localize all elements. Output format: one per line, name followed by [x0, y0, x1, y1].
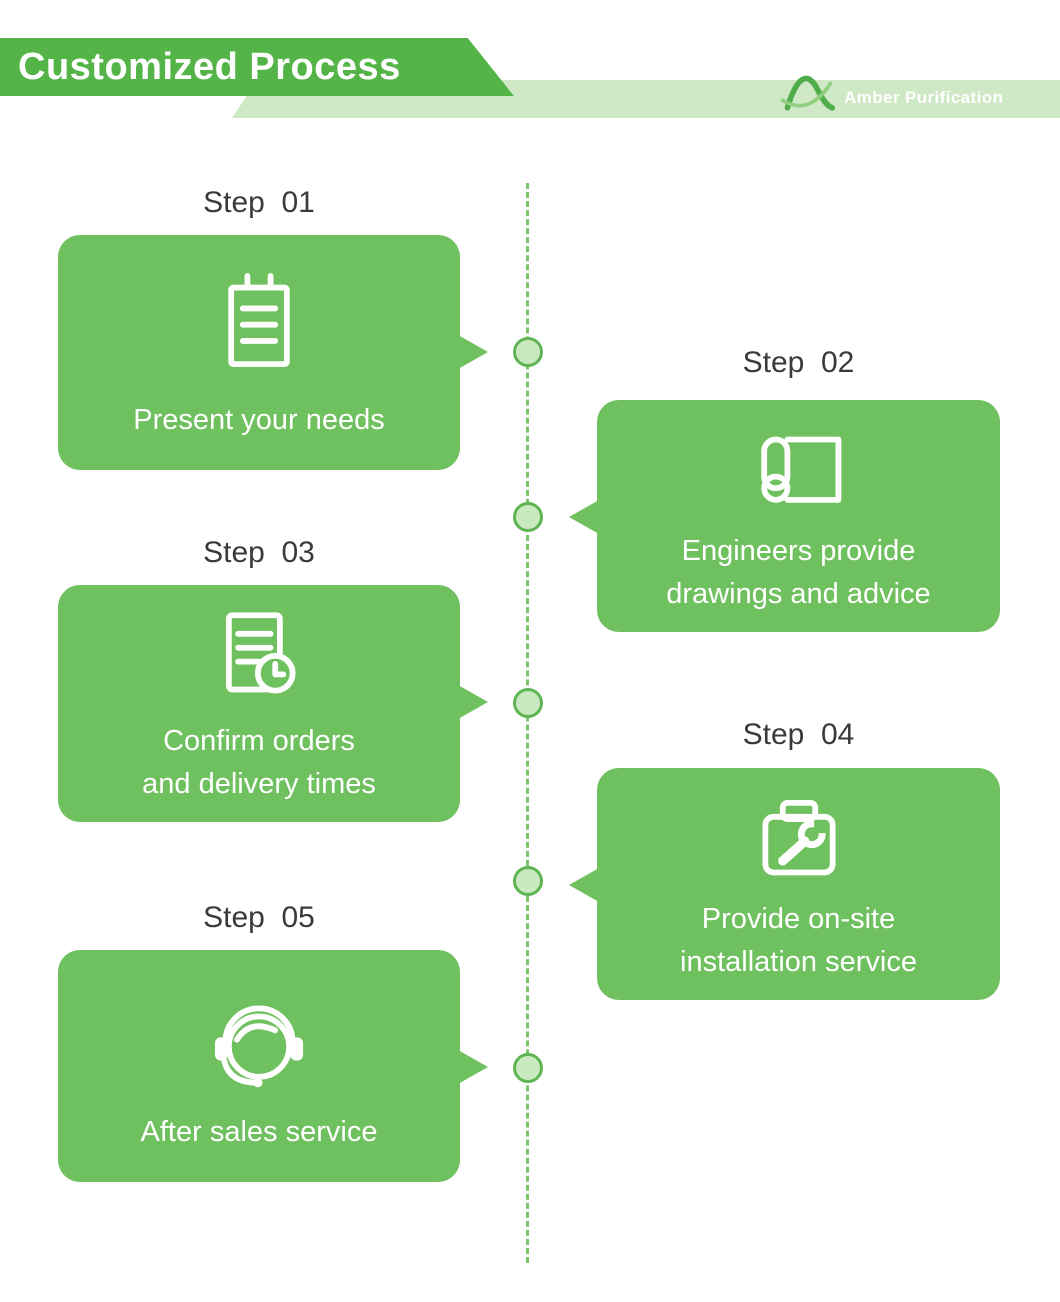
step-card-text: Engineers provide drawings and advice [666, 530, 930, 616]
brand-name: Amber Purification [844, 88, 1004, 107]
step-card-text: Present your needs [133, 399, 384, 442]
card-line-2: installation service [680, 946, 917, 978]
header-banner: Customized Process [0, 38, 514, 96]
timeline-dot-4 [513, 866, 543, 896]
brand-block: Amber Purification [780, 66, 1003, 116]
card-pointer-3 [458, 685, 488, 719]
step-card-text: Confirm orders and delivery times [142, 720, 376, 806]
card-pointer-2 [569, 500, 599, 534]
card-line-1: Provide on-site [701, 903, 896, 935]
page-title: Customized Process [18, 45, 401, 88]
step-label-5: Step 05 [203, 901, 315, 934]
amber-logo-icon [780, 75, 836, 111]
card-line-1: Present your needs [133, 404, 385, 436]
step-card-1: Present your needs [58, 235, 488, 470]
card-line-1: Engineers provide [681, 535, 916, 567]
step-label-1: Step 01 [203, 186, 315, 219]
headset-support-icon [201, 984, 317, 1100]
toolbox-wrench-icon [741, 782, 857, 898]
timeline-dot-3 [513, 688, 543, 718]
card-pointer-1 [458, 335, 488, 369]
timeline-dot-2 [513, 502, 543, 532]
step-label-2: Step 02 [742, 346, 855, 379]
clipboard-form-icon [201, 269, 317, 385]
card-line-1: After sales service [140, 1116, 378, 1148]
step-label-4: Step 04 [742, 718, 855, 751]
card-pointer-5 [458, 1050, 488, 1084]
step-card-text: Provide on-site installation service [680, 898, 917, 984]
blueprint-scroll-icon [741, 414, 857, 530]
card-line-1: Confirm orders [163, 725, 355, 757]
card-line-2: drawings and advice [666, 578, 931, 610]
order-schedule-icon [201, 599, 317, 715]
step-card-3: Confirm orders and delivery times [58, 585, 488, 822]
step-card-4: Provide on-site installation service [569, 768, 1000, 1000]
step-card-text: After sales service [141, 1111, 378, 1154]
card-line-2: and delivery times [142, 768, 376, 800]
card-pointer-4 [569, 868, 599, 902]
step-label-3: Step 03 [203, 536, 315, 569]
step-card-5: After sales service [58, 950, 488, 1182]
timeline-dot-5 [513, 1053, 543, 1083]
timeline-dashed-line [526, 183, 529, 1263]
timeline-dot-1 [513, 337, 543, 367]
step-card-2: Engineers provide drawings and advice [569, 400, 1000, 632]
